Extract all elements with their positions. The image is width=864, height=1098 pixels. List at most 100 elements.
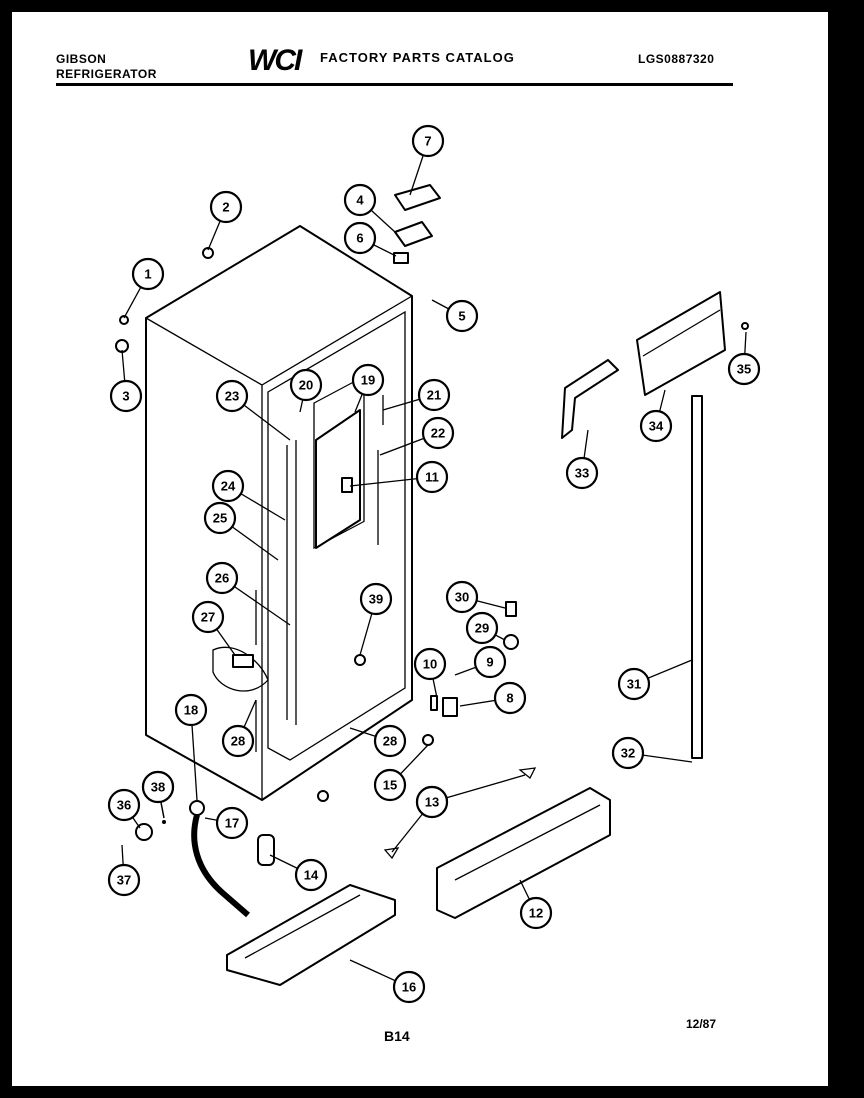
callout-circle bbox=[294, 858, 328, 892]
callout-number: 4 bbox=[356, 193, 364, 208]
callout-12: 12 bbox=[519, 879, 553, 930]
callout-number: 21 bbox=[427, 388, 441, 403]
callout-number: 26 bbox=[215, 571, 229, 586]
callout-circle bbox=[215, 379, 249, 413]
callout-number: 33 bbox=[575, 466, 589, 481]
callout-circle bbox=[107, 863, 141, 897]
callout-22: 22 bbox=[379, 416, 455, 456]
callout-15: 15 bbox=[373, 744, 429, 802]
callout-circle bbox=[417, 378, 451, 412]
callout-28: 28 bbox=[221, 699, 257, 758]
callout-number: 32 bbox=[621, 746, 635, 761]
callout-1: 1 bbox=[123, 257, 165, 319]
page-code: B14 bbox=[384, 1028, 410, 1044]
callout-37: 37 bbox=[107, 844, 141, 897]
callout-number: 10 bbox=[423, 657, 437, 672]
door-parts bbox=[561, 291, 749, 759]
callout-20: 20 bbox=[289, 368, 323, 413]
callout-number: 22 bbox=[431, 426, 445, 441]
callout-circle bbox=[221, 724, 255, 758]
callout-circle bbox=[445, 299, 479, 333]
callout-38: 38 bbox=[141, 770, 175, 819]
callout-circle bbox=[191, 600, 225, 634]
callout-34: 34 bbox=[639, 389, 673, 443]
callout-circle bbox=[617, 667, 651, 701]
callout-circle bbox=[359, 582, 393, 616]
callout-circle bbox=[392, 970, 426, 1004]
callout-number: 2 bbox=[222, 200, 229, 215]
callout-number: 36 bbox=[117, 798, 131, 813]
callout-26: 26 bbox=[205, 561, 291, 626]
callout-36: 36 bbox=[107, 788, 141, 829]
callout-number: 18 bbox=[184, 703, 198, 718]
brand-block: GIBSON REFRIGERATOR bbox=[56, 52, 157, 82]
callout-number: 16 bbox=[402, 980, 416, 995]
callout-27: 27 bbox=[191, 600, 236, 656]
callout-circle bbox=[174, 693, 208, 727]
callout-24: 24 bbox=[211, 469, 286, 521]
callout-circle bbox=[205, 561, 239, 595]
callout-33: 33 bbox=[565, 429, 599, 490]
callout-number: 28 bbox=[383, 734, 397, 749]
callout-circle bbox=[611, 736, 645, 770]
callout-number: 15 bbox=[383, 778, 397, 793]
callout-31: 31 bbox=[617, 659, 693, 701]
callout-number: 19 bbox=[361, 373, 375, 388]
callout-3: 3 bbox=[109, 349, 143, 413]
callout-13: 13 bbox=[391, 785, 449, 853]
wci-logo: WCI bbox=[248, 44, 302, 77]
callout-circle bbox=[343, 221, 377, 255]
callout-7: 7 bbox=[409, 124, 445, 196]
callout-number: 38 bbox=[151, 780, 165, 795]
callout-number: 13 bbox=[425, 795, 439, 810]
callout-number: 12 bbox=[529, 906, 543, 921]
callout-number: 34 bbox=[649, 419, 664, 434]
callout-number: 9 bbox=[486, 655, 493, 670]
callout-number: 37 bbox=[117, 873, 131, 888]
callout-circle bbox=[289, 368, 323, 402]
top-hinge bbox=[115, 184, 441, 353]
callout-circle bbox=[131, 257, 165, 291]
callout-circle bbox=[351, 363, 385, 397]
callout-30: 30 bbox=[445, 580, 506, 614]
callout-circle bbox=[141, 770, 175, 804]
callout-circle bbox=[413, 647, 447, 681]
callout-number: 8 bbox=[506, 691, 513, 706]
callout-28: 28 bbox=[349, 724, 407, 758]
callout-number: 1 bbox=[144, 267, 151, 282]
callout-10: 10 bbox=[413, 647, 447, 699]
callout-circle bbox=[211, 469, 245, 503]
product-type: REFRIGERATOR bbox=[56, 67, 157, 81]
callout-circle bbox=[565, 456, 599, 490]
callout-number: 3 bbox=[122, 389, 129, 404]
callout-9: 9 bbox=[454, 645, 507, 679]
leader-line bbox=[431, 774, 526, 803]
callout-number: 28 bbox=[231, 734, 245, 749]
callout-32: 32 bbox=[611, 736, 693, 770]
header-rule bbox=[56, 83, 733, 86]
callout-6: 6 bbox=[343, 221, 397, 257]
callout-8: 8 bbox=[459, 681, 527, 715]
callout-number: 27 bbox=[201, 610, 215, 625]
callout-circle bbox=[215, 806, 249, 840]
callout-circle bbox=[411, 124, 445, 158]
callout-2: 2 bbox=[207, 190, 243, 251]
callout-number: 6 bbox=[356, 231, 363, 246]
callout-circle bbox=[343, 183, 377, 217]
callout-circle bbox=[519, 896, 553, 930]
callout-11: 11 bbox=[349, 460, 449, 494]
callout-16: 16 bbox=[349, 959, 426, 1004]
callout-35: 35 bbox=[727, 331, 761, 386]
callout-14: 14 bbox=[269, 854, 328, 892]
callout-circle bbox=[727, 352, 761, 386]
callout-circle bbox=[421, 416, 455, 450]
callout-number: 24 bbox=[221, 479, 236, 494]
lower-parts bbox=[135, 601, 611, 986]
callout-21: 21 bbox=[382, 378, 451, 412]
callout-19: 19 bbox=[351, 363, 385, 413]
callout-circle bbox=[415, 460, 449, 494]
callout-number: 23 bbox=[225, 389, 239, 404]
callout-circle bbox=[109, 379, 143, 413]
callout-number: 7 bbox=[424, 134, 431, 149]
callout-circle bbox=[445, 580, 479, 614]
